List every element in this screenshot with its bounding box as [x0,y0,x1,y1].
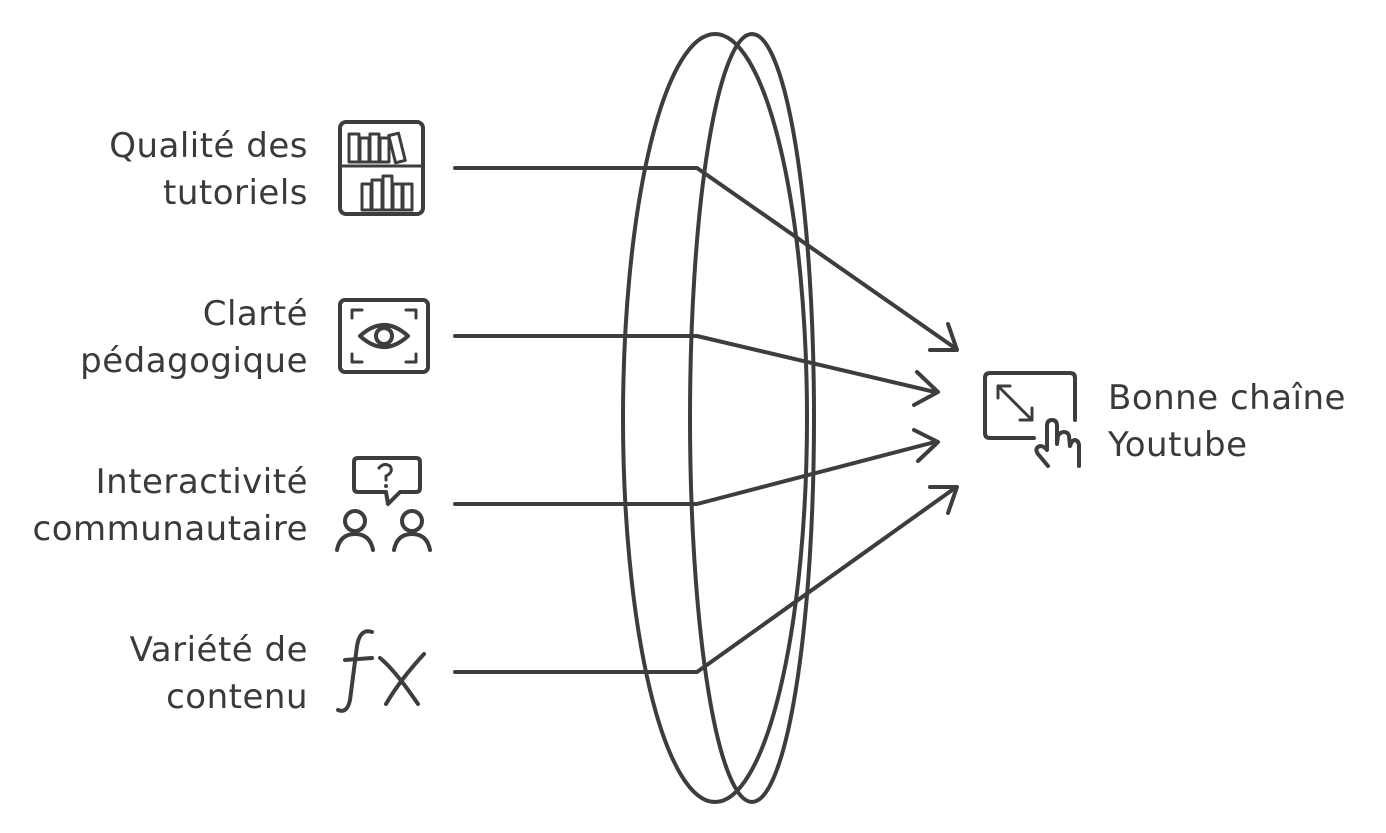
touch-screen-expand-icon [983,371,1081,468]
bookshelf-icon [338,120,425,216]
arrowhead-1 [928,322,959,352]
output-label-line1: Bonne chaîne [1108,378,1346,418]
connector-4 [453,486,957,674]
input-label-2-line1: Clarté [202,294,308,334]
connectors [453,166,957,674]
input-label-3: Interactivité communautaire [33,459,308,553]
input-label-1-line1: Qualité des [109,126,308,166]
output-label-line2: Youtube [1108,425,1248,465]
input-label-1: Qualité des tutoriels [109,123,308,217]
arrowheads [912,322,959,515]
input-label-4-line2: contenu [166,677,308,717]
input-label-4: Variété de contenu [130,627,308,721]
input-label-3-line1: Interactivité [95,462,308,502]
function-fx-icon [336,629,426,713]
input-label-4-line1: Variété de [129,630,308,670]
community-question-icon [335,456,432,552]
input-label-3-line2: communautaire [32,509,308,549]
connector-1 [453,166,957,350]
arrowhead-3 [912,428,940,463]
eye-scan-icon [338,298,430,374]
connector-3 [453,440,937,506]
connector-2 [453,334,937,394]
input-label-2: Clarté pédagogique [80,291,308,385]
lens-back [688,32,816,804]
arrowhead-2 [912,370,940,407]
arrowhead-4 [928,485,959,515]
lens-front [621,32,809,804]
input-label-2-line2: pédagogique [80,341,308,381]
input-label-1-line2: tutoriels [162,173,308,213]
lens-shape [621,32,816,804]
output-label: Bonne chaîne Youtube [1108,375,1346,469]
